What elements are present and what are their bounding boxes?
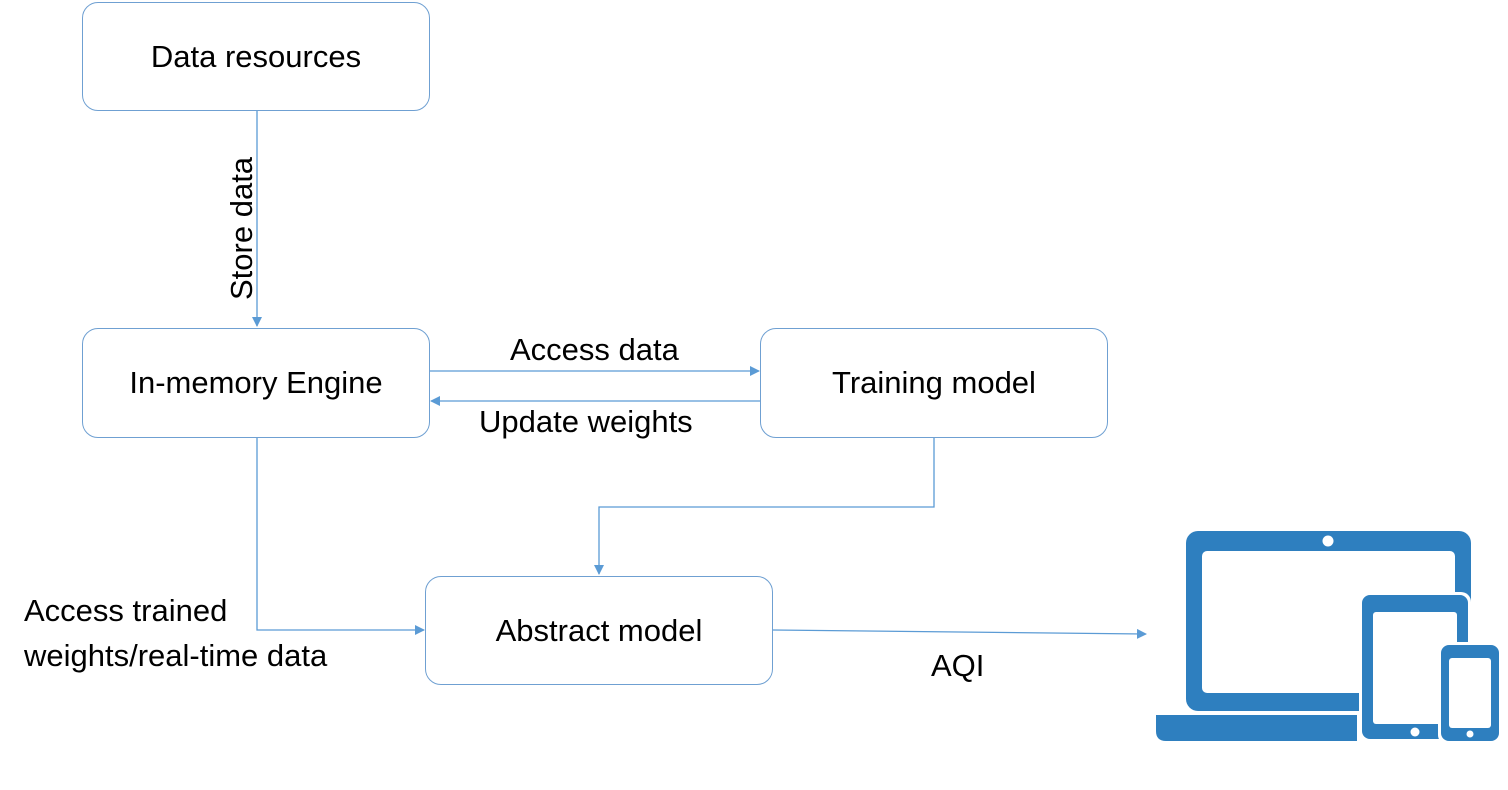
node-abstract-model: Abstract model [425,576,773,685]
laptop-tablet-phone-icon [1156,531,1502,744]
node-in-memory-engine-label: In-memory Engine [129,365,383,400]
node-data-resources-label: Data resources [150,38,362,74]
edge-engine-to-abstract [256,438,425,635]
label-store-data: Store data [224,156,259,300]
label-aqi: AQI [931,648,985,683]
label-access-trained-line2: weights/real-time data [24,638,328,674]
label-access-data: Access data [510,332,679,367]
label-access-trained: Access trained weights/real-time data [24,592,327,674]
node-data-resources: Data resources [82,2,430,111]
label-update-weights: Update weights [479,404,693,439]
node-training-model-label: Training model [832,365,1036,400]
node-in-memory-engine: In-memory Engine [82,328,430,438]
node-training-model: Training model [760,328,1108,438]
edge-training-to-abstract [594,438,935,575]
label-access-trained-line1: Access trained [24,593,228,628]
node-abstract-model-label: Abstract model [495,612,703,648]
edge-aqi [772,628,1147,639]
